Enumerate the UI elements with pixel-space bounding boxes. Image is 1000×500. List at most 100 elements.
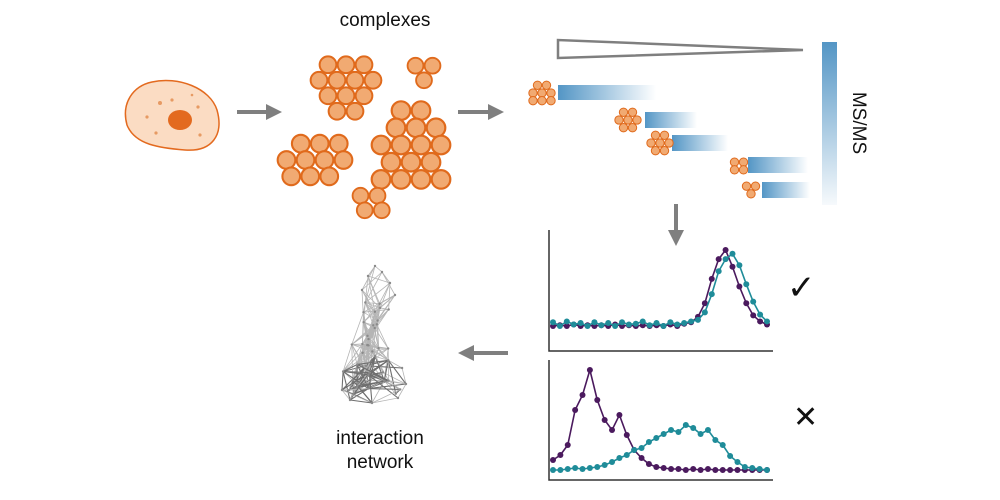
network-edge [377,294,396,321]
network-edge [351,312,364,345]
subunit-icon [729,157,740,167]
data-point-teal [675,429,682,435]
data-point-teal [682,422,689,428]
complex-icon [729,157,749,175]
network-edge [368,387,401,390]
network-edge [365,302,380,305]
network-node [396,396,400,400]
network-edge [371,389,401,404]
data-point-purple [557,452,564,458]
subunit-icon [546,96,556,106]
data-point-teal [646,322,653,329]
network-node [372,324,375,327]
subunit-icon [528,96,538,106]
fraction-bar [645,112,697,128]
network-edge [368,359,389,374]
data-point-teal [591,319,598,326]
subunit-icon [532,80,543,90]
complex-icon [276,133,354,187]
data-point-purple [701,300,708,307]
network-edge [381,271,396,296]
data-point-teal [708,291,715,298]
network-node [340,388,344,392]
network-edge [363,322,379,349]
subunit-icon [318,86,338,106]
network-edge [374,265,383,273]
network-edge [368,351,373,373]
data-point-purple [697,467,704,473]
fraction-bar [558,85,656,100]
network-node [378,302,381,306]
subunit-icon [430,134,452,156]
subunit-icon [423,56,442,75]
checkmark-icon: ✓ [787,268,816,308]
chart-bottom-axes [548,360,773,481]
network-node [373,310,377,313]
network-node [399,388,402,391]
subunit-icon [345,70,365,90]
network-node [386,347,390,350]
network-edge [342,343,363,372]
data-point-teal [638,445,645,451]
complex-icon [741,181,761,199]
network-edge [357,359,389,366]
network-node [381,371,385,374]
network-edge [341,389,351,401]
data-point-purple [645,461,652,467]
network-node [362,321,365,324]
subunit-icon [363,70,383,90]
data-point-purple [638,455,645,461]
data-point-purple [579,392,586,398]
network-edge [356,363,389,382]
network-edge [364,265,376,303]
data-point-purple [719,467,726,473]
data-point-teal [674,321,681,328]
subunit-icon [406,56,425,75]
data-point-teal [694,316,701,323]
network-node [383,379,386,383]
subunit-icon [345,101,365,121]
data-point-purple [609,427,616,433]
series-line-purple [552,248,768,327]
complex-icon [614,107,642,133]
network-node [352,392,355,396]
network-node [370,401,374,405]
network-edge [342,371,351,401]
network-edge [388,359,403,369]
network-edge [368,355,376,373]
network-node [351,379,354,382]
network-edge [365,282,391,303]
network-edge [401,367,407,385]
subunit-icon [370,168,392,190]
network-edge [357,352,363,386]
network-node [361,342,364,346]
network-node [387,308,390,311]
network-label-line1: interaction [336,428,424,449]
network-edge [361,289,381,309]
subunit-icon [390,100,412,121]
data-point-purple [623,432,630,438]
data-point-purple [653,464,660,470]
network-node [377,347,380,350]
data-point-purple [727,467,734,473]
network-node [380,270,384,274]
data-point-purple [601,417,608,423]
network-node [355,363,359,366]
network-node [366,274,370,278]
subunit-icon [276,150,297,170]
subunit-icon [390,168,412,190]
subunit-icon [410,134,432,156]
subunit-icon [410,100,432,121]
data-point-teal [764,318,770,325]
subunit-icon [354,55,374,75]
data-point-teal [645,439,652,445]
network-edge [349,372,370,401]
fractions [528,80,810,199]
subunit-icon [318,55,338,75]
network-edge [365,302,376,313]
complex-icon [351,186,391,220]
network-edge [361,289,365,323]
subunit-icon [327,101,347,121]
data-point-teal [653,435,660,441]
network-node [362,310,365,314]
